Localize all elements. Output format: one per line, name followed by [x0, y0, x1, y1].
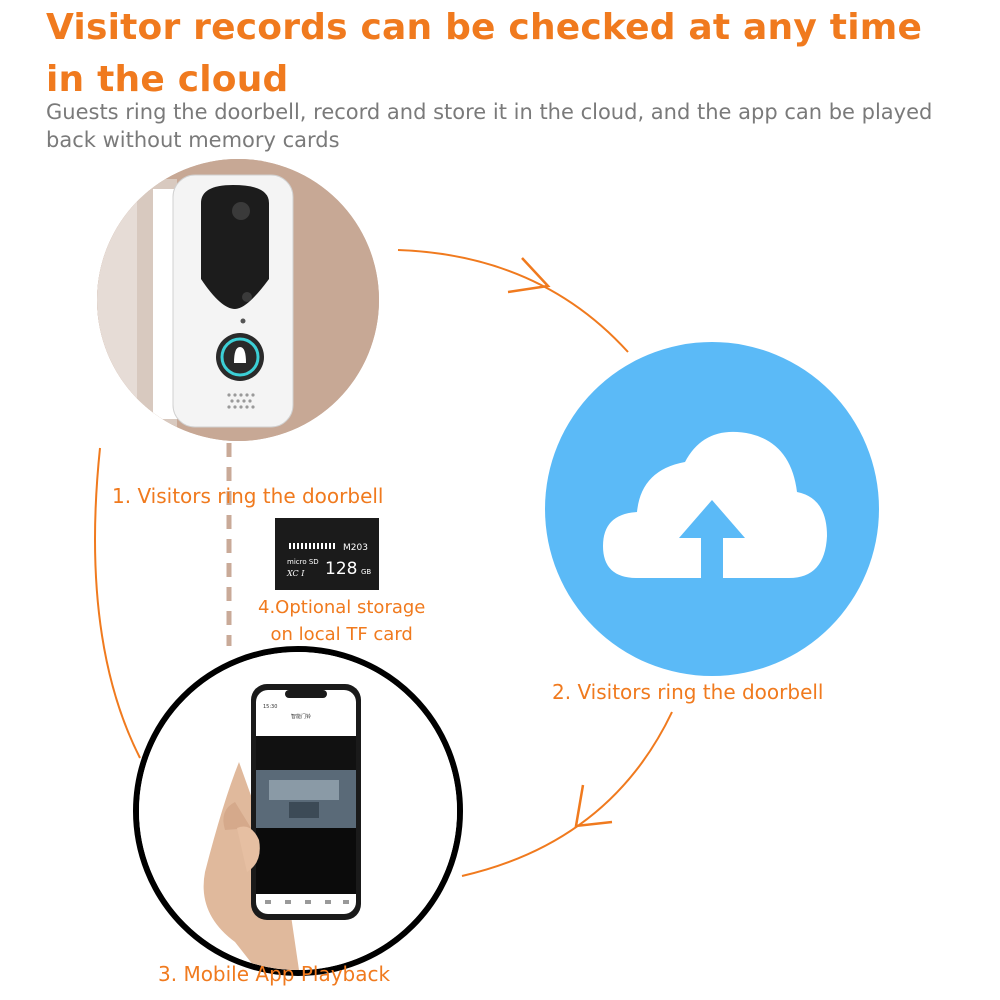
headline: Visitor records can be checked at any ti…: [46, 7, 923, 100]
card-unit: GB: [361, 568, 371, 576]
card-brand: micro SD: [287, 558, 319, 566]
step-4-line1: 4.Optional storage: [258, 597, 426, 618]
smartphone-icon: 15:30 智能门铃: [139, 652, 457, 970]
subtitle: Guests ring the doorbell, record and sto…: [46, 100, 933, 152]
card-class: XC I: [286, 569, 305, 578]
phone-time: 15:30: [263, 704, 277, 710]
arrowhead-to-cloud: [507, 257, 551, 294]
step-4-label: 4.Optional storage on local TF card: [258, 594, 425, 648]
mobile-app-playback-image: 15:30 智能门铃: [133, 646, 463, 976]
arrow-phone-to-doorbell: [94, 447, 141, 759]
doorbell-device-icon: [97, 159, 379, 441]
phone-app-title: 智能门铃: [291, 713, 311, 720]
arrow-doorbell-to-cloud: [397, 249, 629, 353]
cloud-storage: [545, 342, 879, 676]
doorbell-image: [97, 159, 379, 441]
step-4-line2: on local TF card: [270, 624, 413, 645]
arrowhead-to-phone: [574, 784, 613, 828]
microsd-card: M203 micro SD XC I 128 GB: [275, 518, 379, 590]
cloud-upload-icon: [603, 431, 827, 582]
arrow-cloud-to-phone: [461, 711, 673, 877]
step-3-label: 3. Mobile App Playback: [158, 962, 391, 986]
card-model: M203: [343, 543, 368, 553]
step-1-label: 1. Visitors ring the doorbell: [112, 484, 384, 508]
card-capacity: 128: [325, 559, 357, 579]
step-2-label: 2. Visitors ring the doorbell: [552, 680, 824, 704]
